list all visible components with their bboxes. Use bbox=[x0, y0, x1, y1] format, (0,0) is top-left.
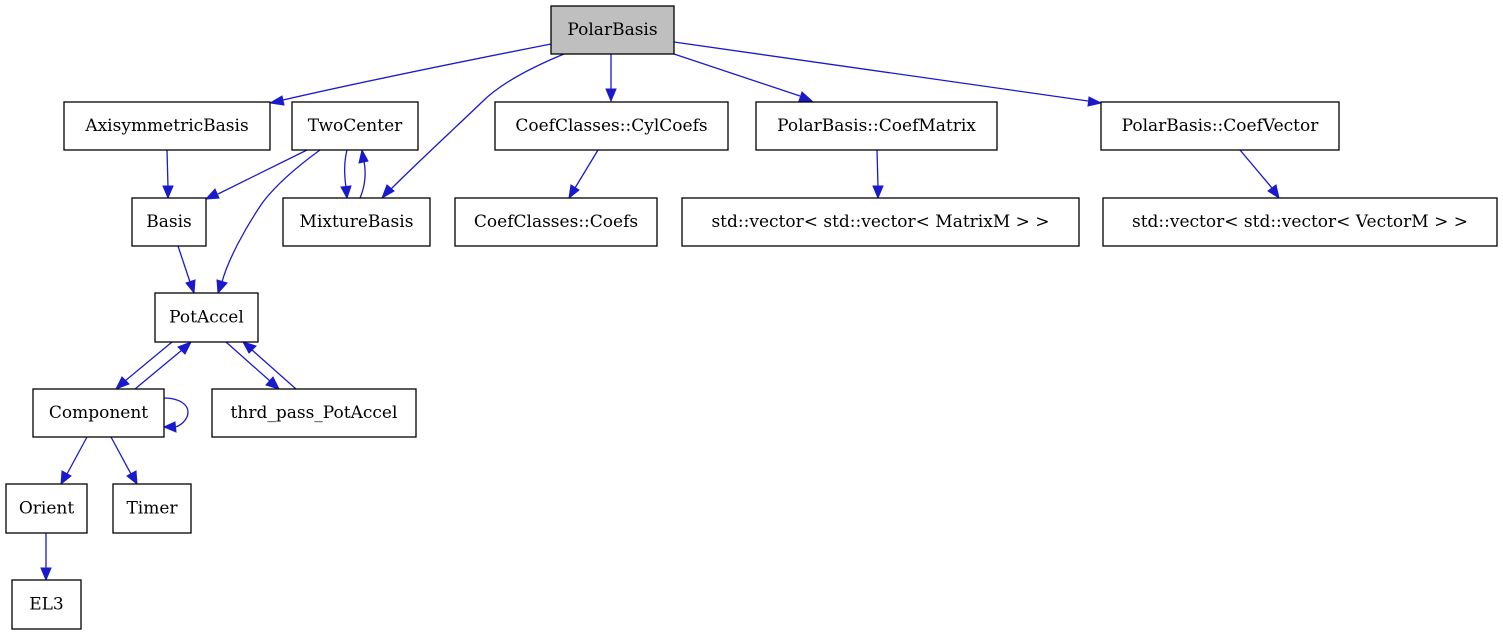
node-label: PolarBasis::CoefVector bbox=[1122, 116, 1320, 136]
edge-twocenter-to-potaccel bbox=[216, 149, 321, 295]
edge-thrdpass-to-potaccel bbox=[241, 341, 297, 390]
node-coefs[interactable]: CoefClasses::Coefs bbox=[454, 197, 658, 247]
node-box bbox=[63, 101, 271, 151]
edge-component-to-timer bbox=[110, 436, 138, 486]
edge-coefmatrix-to-vecmatrixm bbox=[872, 149, 884, 200]
node-component[interactable]: Component bbox=[32, 388, 165, 438]
edge-polarbasis-to-mixturebasis bbox=[381, 53, 565, 200]
node-label: MixtureBasis bbox=[300, 212, 414, 232]
edge-polarbasis-to-coefvector bbox=[673, 41, 1103, 107]
node-label: CoefClasses::Coefs bbox=[474, 212, 638, 232]
edge-axisymmetricbasis-to-basis bbox=[162, 149, 174, 200]
edge-twocenter-to-mixturebasis bbox=[340, 149, 352, 200]
node-orient[interactable]: Orient bbox=[5, 483, 88, 534]
node-box bbox=[681, 197, 1080, 247]
node-box bbox=[154, 292, 259, 343]
node-label: CoefClasses::CylCoefs bbox=[515, 116, 707, 136]
node-box bbox=[1102, 197, 1498, 247]
edge-mixturebasis-to-twocenter bbox=[358, 148, 369, 199]
node-label: Timer bbox=[126, 499, 178, 519]
edge-potaccel-to-thrdpass bbox=[225, 341, 280, 390]
node-box bbox=[11, 579, 82, 630]
edge-cylcoefs-to-coefs bbox=[568, 149, 599, 200]
node-timer[interactable]: Timer bbox=[112, 483, 192, 534]
node-box bbox=[211, 388, 417, 438]
edge-component-to-orient bbox=[60, 436, 88, 486]
edge-polarbasis-to-cylcoefs bbox=[605, 54, 617, 103]
node-axisymmetricbasis[interactable]: AxisymmetricBasis bbox=[63, 101, 271, 151]
node-cylcoefs[interactable]: CoefClasses::CylCoefs bbox=[494, 101, 729, 151]
node-thrd-pass-potaccel[interactable]: thrd_pass_PotAccel bbox=[211, 388, 417, 438]
node-el3[interactable]: EL3 bbox=[11, 579, 82, 630]
node-box bbox=[32, 388, 165, 438]
node-box bbox=[291, 101, 419, 151]
node-box bbox=[494, 101, 729, 151]
node-mixturebasis[interactable]: MixtureBasis bbox=[282, 197, 431, 247]
edge-polarbasis-to-coefmatrix bbox=[673, 53, 814, 102]
node-coefmatrix[interactable]: PolarBasis::CoefMatrix bbox=[755, 101, 998, 151]
edge-potaccel-to-component bbox=[114, 341, 173, 390]
node-coefvector[interactable]: PolarBasis::CoefVector bbox=[1100, 101, 1340, 151]
node-vecmatrixm[interactable]: std::vector< std::vector< MatrixM > > bbox=[681, 197, 1080, 247]
edge-polarbasis-to-axisymmetricbasis bbox=[268, 43, 552, 106]
edge-twocenter-to-basis bbox=[204, 149, 308, 200]
edge-orient-to-el3 bbox=[40, 533, 52, 582]
node-box bbox=[112, 483, 192, 534]
node-box bbox=[282, 197, 431, 247]
node-basis[interactable]: Basis bbox=[131, 197, 207, 247]
node-vecvectorm[interactable]: std::vector< std::vector< VectorM > > bbox=[1102, 197, 1498, 247]
node-potaccel[interactable]: PotAccel bbox=[154, 292, 259, 343]
node-label: PotAccel bbox=[169, 308, 244, 328]
node-box bbox=[1100, 101, 1340, 151]
node-box bbox=[755, 101, 998, 151]
node-label: thrd_pass_PotAccel bbox=[231, 403, 398, 423]
node-label: Component bbox=[49, 403, 148, 423]
node-box bbox=[550, 5, 675, 55]
node-box bbox=[5, 483, 88, 534]
node-box bbox=[454, 197, 658, 247]
node-label: TwoCenter bbox=[308, 116, 403, 136]
node-label: PolarBasis bbox=[567, 20, 657, 40]
edges-layer bbox=[40, 41, 1280, 582]
edge-coefvector-to-vecvectorm bbox=[1239, 149, 1280, 200]
node-label: std::vector< std::vector< VectorM > > bbox=[1132, 212, 1468, 232]
node-box bbox=[131, 197, 207, 247]
edge-component-to-potaccel bbox=[134, 341, 193, 390]
edge-basis-to-potaccel bbox=[177, 245, 196, 295]
node-label: std::vector< std::vector< MatrixM > > bbox=[711, 212, 1049, 232]
node-polarbasis[interactable]: PolarBasis bbox=[550, 5, 675, 55]
node-label: Orient bbox=[19, 499, 75, 519]
node-label: AxisymmetricBasis bbox=[84, 116, 248, 136]
node-twocenter[interactable]: TwoCenter bbox=[291, 101, 419, 151]
edge-component-self-loop bbox=[162, 397, 189, 433]
node-label: Basis bbox=[146, 212, 192, 232]
node-label: EL3 bbox=[29, 595, 64, 615]
node-label: PolarBasis::CoefMatrix bbox=[777, 116, 976, 136]
